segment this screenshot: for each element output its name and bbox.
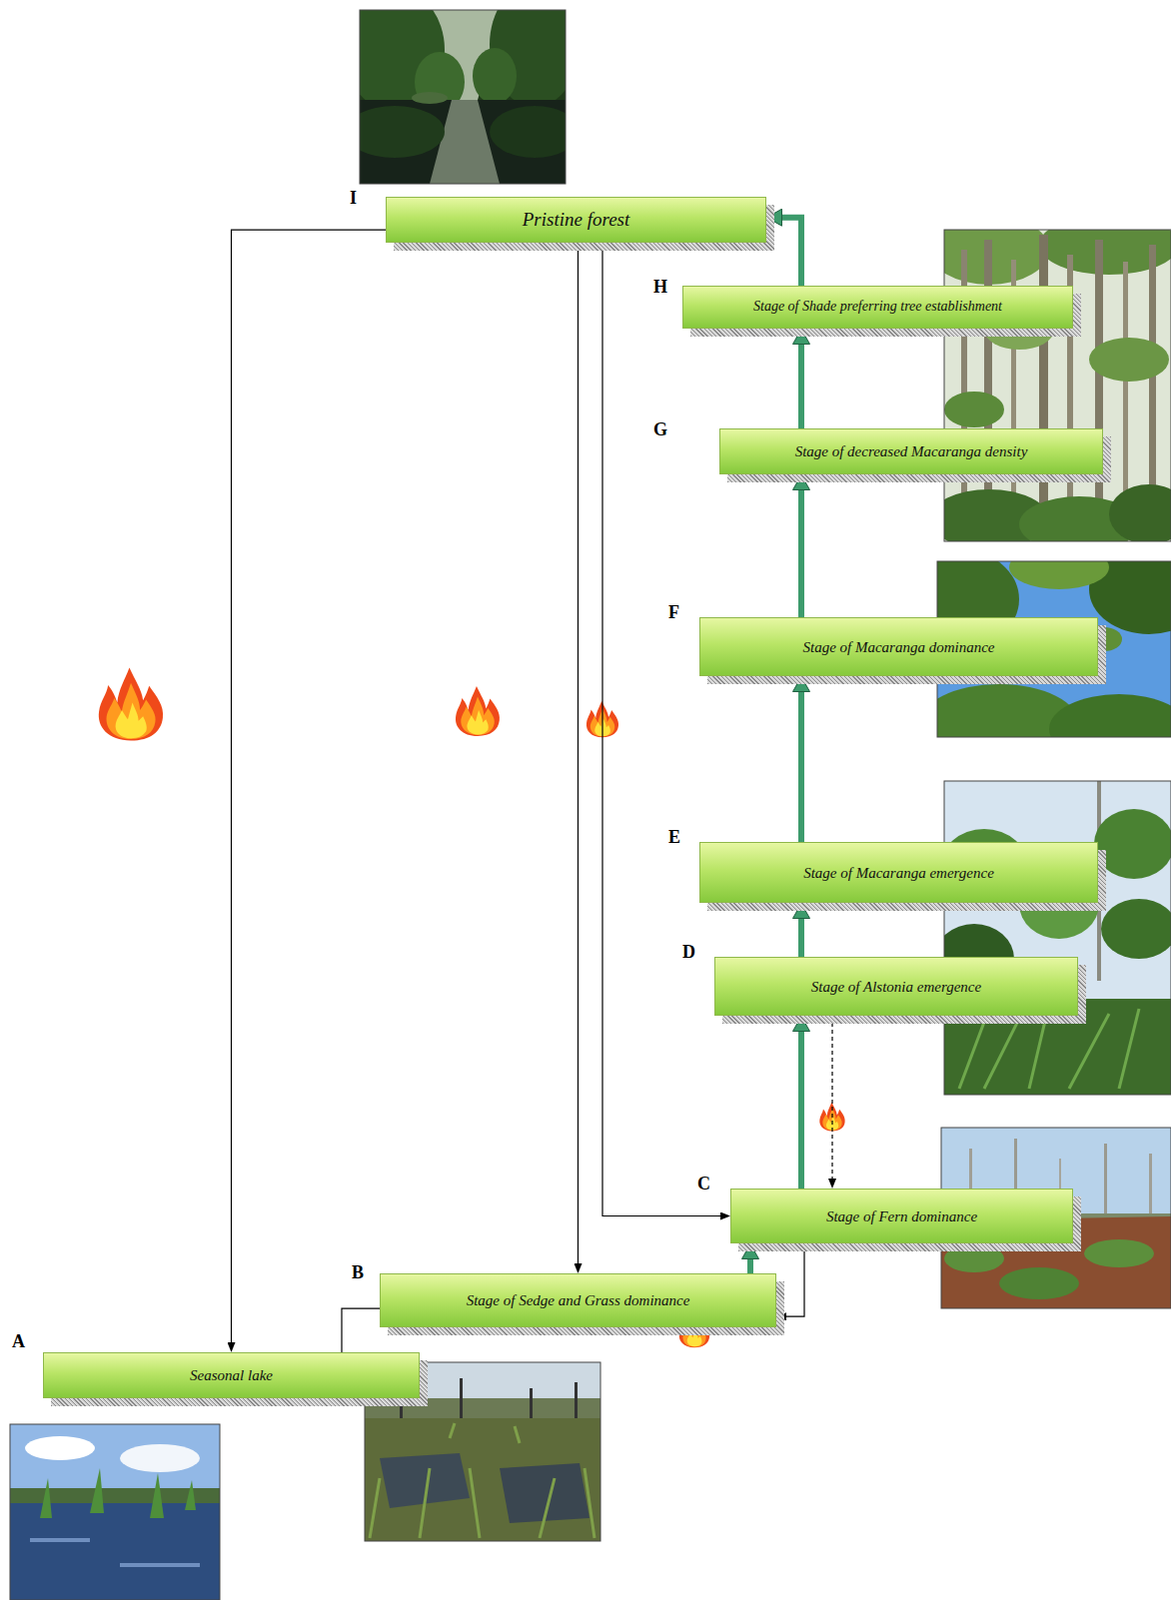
illustration-part (489, 105, 566, 158)
illustration-part (1095, 239, 1104, 542)
stage-label: Stage of Fern dominance (826, 1207, 978, 1226)
stage-letter: G (653, 420, 668, 441)
illustration-part (24, 1436, 95, 1461)
illustration-part (1009, 561, 1110, 590)
stage-letter: C (697, 1174, 711, 1195)
photo-frame (944, 229, 1171, 542)
illustration-part (29, 1538, 90, 1543)
illustration-part (9, 1424, 220, 1600)
illustration-part (574, 1382, 578, 1425)
illustration-part (944, 229, 1050, 285)
succession-arrow (798, 919, 805, 958)
stage-label: Stage of Alstonia emergence (811, 978, 982, 997)
illustration-part (119, 1444, 200, 1473)
stage-box: HStage of Shade preferring tree establis… (682, 285, 1074, 329)
stage-box: BStage of Sedge and Grass dominance (379, 1273, 777, 1328)
stage-letter: E (668, 828, 681, 849)
fire-transition-arrow (231, 229, 387, 1343)
fire-transition-arrow (602, 235, 767, 1216)
stage-box: FStage of Macaranga dominance (699, 617, 1099, 677)
stage-label: Stage of Macaranga dominance (802, 638, 995, 657)
succession-arrow (798, 1032, 805, 1189)
fire-icon (98, 668, 163, 742)
illustration-part (1039, 234, 1049, 542)
fire-transition-arrow (831, 1016, 833, 1179)
shrub-photo (944, 781, 1171, 1096)
illustration-part (472, 47, 517, 104)
stage-letter: B (351, 1263, 364, 1284)
illustration-part (89, 1468, 104, 1514)
illustration-part (359, 105, 445, 158)
illustration-part (999, 1267, 1080, 1300)
illustration-part (184, 1480, 196, 1511)
photo-frame (944, 781, 1171, 1096)
stage-letter: F (668, 603, 680, 624)
stage-box: CStage of Fern dominance (730, 1188, 1074, 1244)
stage-label: Stage of decreased Macaranga density (795, 442, 1029, 461)
illustration-part (1084, 1239, 1155, 1268)
illustration-part (369, 1423, 595, 1539)
succession-arrow (798, 344, 805, 429)
illustration-part (149, 1473, 164, 1519)
stage-label: Pristine forest (522, 208, 631, 232)
fire-transition-arrow (786, 1243, 805, 1317)
stage-box: ASeasonal lake (42, 1352, 420, 1399)
forest-photo (359, 9, 566, 184)
illustration-part (529, 1388, 533, 1424)
lake-photo (9, 1424, 220, 1600)
succession-arrow (798, 490, 805, 618)
stage-letter: H (653, 277, 668, 298)
illustration-part (1089, 337, 1170, 382)
fire-icon (455, 686, 500, 737)
young-forest-photo (944, 229, 1171, 542)
stage-letter: D (682, 943, 696, 964)
succession-arrow (782, 217, 802, 286)
photo-frame (359, 9, 566, 184)
illustration-part (944, 391, 1005, 428)
illustration-part (459, 1378, 463, 1424)
stage-box: GStage of decreased Macaranga density (719, 428, 1104, 475)
illustration-part (1109, 484, 1171, 542)
illustration-part (411, 91, 448, 104)
stage-label: Stage of Macaranga emergence (803, 864, 995, 883)
stage-box: DStage of Alstonia emergence (714, 957, 1079, 1017)
stage-box: EStage of Macaranga emergence (699, 842, 1099, 904)
fire-transition-arrow (577, 242, 579, 1264)
illustration-part (1049, 694, 1171, 738)
illustration-part (119, 1563, 200, 1568)
stage-label: Seasonal lake (189, 1366, 273, 1385)
succession-arrow (798, 692, 805, 843)
stage-label: Stage of Sedge and Grass dominance (466, 1291, 691, 1310)
stage-box: IPristine forest (385, 196, 767, 243)
stage-letter: I (349, 188, 357, 209)
illustration-part (1101, 899, 1171, 960)
photo-frame (9, 1424, 220, 1600)
illustration-part (364, 1418, 601, 1542)
illustration-part (39, 1478, 52, 1519)
stage-label: Stage of Shade preferring tree establish… (753, 298, 1003, 316)
stage-letter: A (11, 1332, 25, 1353)
